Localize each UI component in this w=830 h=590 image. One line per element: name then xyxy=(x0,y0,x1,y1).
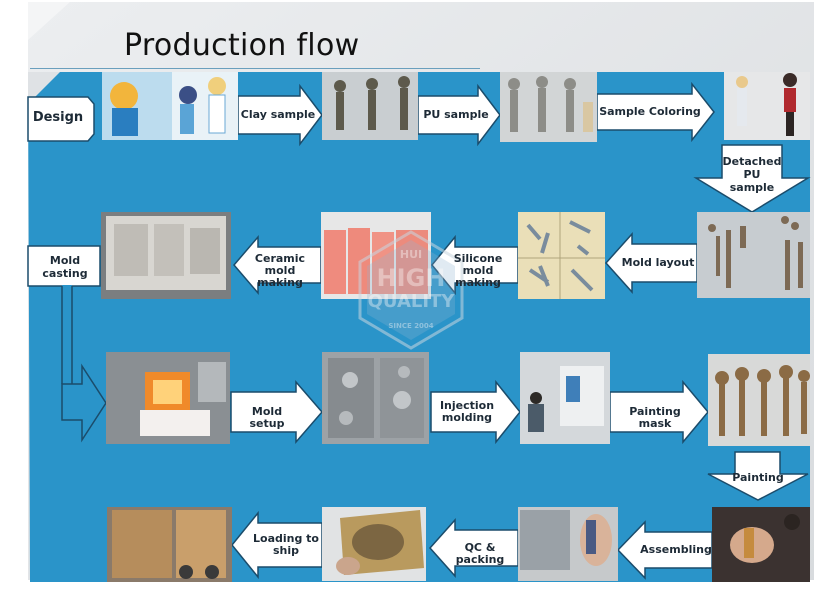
pu-sample-image xyxy=(500,72,597,142)
label-sample-coloring: Sample Coloring xyxy=(598,106,702,118)
label-silicone-line2: making xyxy=(438,277,518,289)
watermark-high: HIGH xyxy=(377,264,446,292)
label-painting: Painting xyxy=(728,472,788,484)
clay-sample-image xyxy=(322,72,418,140)
watermark-top: HUI xyxy=(400,248,422,261)
label-mold-layout: Mold layout xyxy=(620,257,696,269)
label-casting-line2: casting xyxy=(32,267,98,280)
qc-packing-image xyxy=(322,507,426,581)
label-silicone-line1: Silicone mold xyxy=(438,253,518,277)
label-loading-to-ship: Loading to ship xyxy=(250,533,322,557)
painting-mask-image xyxy=(708,354,810,446)
label-clay-sample: Clay sample xyxy=(240,109,316,121)
painting-image xyxy=(712,507,810,582)
label-casting-line1: Mold xyxy=(32,254,98,267)
label-design: Design xyxy=(28,112,88,124)
detached-parts-image xyxy=(697,212,810,298)
sample-coloring-image xyxy=(724,72,810,140)
title-underline xyxy=(30,68,480,69)
label-mold-casting: Mold casting xyxy=(32,254,98,280)
mold-layout-image xyxy=(518,212,605,299)
label-injection-line2: molding xyxy=(434,412,500,424)
label-pu-sample: PU sample xyxy=(420,109,492,121)
watermark-quality: QUALITY xyxy=(368,291,456,312)
label-painting-mask: Painting mask xyxy=(612,406,698,430)
loading-to-ship-image xyxy=(107,507,232,582)
label-assembling: Assembling xyxy=(640,544,712,556)
label-injection-molding: Injection molding xyxy=(434,400,500,424)
label-qc-packing: QC & packing xyxy=(442,542,518,566)
label-ceramic-line2: making xyxy=(240,277,320,289)
injection-molding-image xyxy=(520,352,610,444)
label-detached-line3: sample xyxy=(722,181,782,194)
mold-setup-image xyxy=(322,352,429,444)
mold-casting-image xyxy=(106,352,230,444)
label-ceramic-mold-making: Ceramic mold making xyxy=(240,253,320,289)
label-detached-pu-sample: Detached PU sample xyxy=(722,155,782,194)
ceramic-mold-image xyxy=(101,212,231,299)
label-mold-setup: Mold setup xyxy=(234,406,300,430)
watermark-since: SINCE 2004 xyxy=(388,322,433,330)
design-illustration-image xyxy=(102,72,238,140)
label-detached-line1: Detached xyxy=(722,155,782,168)
label-loading-line2: ship xyxy=(250,545,322,557)
page-title: Production flow xyxy=(124,28,359,63)
label-detached-line2: PU xyxy=(722,168,782,181)
label-ceramic-line1: Ceramic mold xyxy=(240,253,320,277)
assembling-image xyxy=(518,507,618,581)
label-silicone-mold-making: Silicone mold making xyxy=(438,253,518,289)
